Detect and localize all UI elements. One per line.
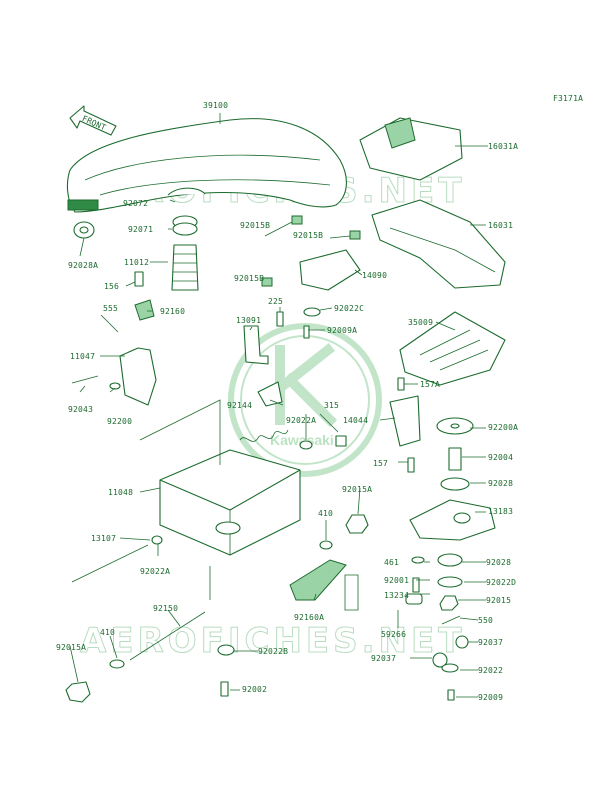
part-labels: 39100 16031A 92072 92071 11012 156 92028… [56,101,518,702]
label-92022A-2: 92022A [140,567,170,576]
label-59266: 59266 [381,630,406,639]
label-92004: 92004 [488,453,513,462]
label-11047: 11047 [70,352,95,361]
label-92200A: 92200A [488,423,518,432]
label-35009: 35009 [408,318,433,327]
label-92043: 92043 [68,405,93,414]
label-92015B-2: 92015B [293,231,323,240]
drawing [65,113,506,703]
label-92160A: 92160A [294,613,324,622]
label-92022A-1: 92022A [286,416,316,425]
label-14044: 14044 [343,416,368,425]
ref-code: F3171A [553,94,583,103]
logo-text: Kawasaki [270,432,334,448]
label-92015A-1: 92015A [342,485,372,494]
kawasaki-logo: Kawasaki [228,323,382,477]
label-410-1: 410 [318,509,333,518]
label-92028-1: 92028 [488,479,513,488]
label-555: 555 [103,304,118,313]
label-550: 550 [478,616,493,625]
label-92022C: 92022C [334,304,364,313]
label-92022D: 92022D [486,578,516,587]
label-39100: 39100 [203,101,228,110]
label-92022B: 92022B [258,647,288,656]
label-92009: 92009 [478,693,503,702]
label-92200: 92200 [107,417,132,426]
label-16031A: 16031A [488,142,518,151]
label-11012: 11012 [124,258,149,267]
label-92028A: 92028A [68,261,98,270]
label-13107: 13107 [91,534,116,543]
label-156: 156 [104,282,119,291]
label-92037-2: 92037 [371,654,396,663]
label-157A: 157A [420,380,440,389]
label-225: 225 [268,297,283,306]
label-92028-2: 92028 [486,558,511,567]
label-13234: 13234 [384,591,409,600]
label-92144: 92144 [227,401,252,410]
label-92009A: 92009A [327,326,357,335]
label-14090: 14090 [362,271,387,280]
label-13091: 13091 [236,316,261,325]
label-92002: 92002 [242,685,267,694]
label-157: 157 [373,459,388,468]
label-16031: 16031 [488,221,513,230]
label-92160: 92160 [160,307,185,316]
label-11048: 11048 [108,488,133,497]
label-92015: 92015 [486,596,511,605]
front-arrow: FRONT [69,105,117,136]
label-92022: 92022 [478,666,503,675]
label-92015B-1: 92015B [240,221,270,230]
label-92015B-3: 92015B [234,274,264,283]
label-92015A-2: 92015A [56,643,86,652]
label-92001: 92001 [384,576,409,585]
label-461: 461 [384,558,399,567]
label-92037-1: 92037 [478,638,503,647]
label-410-2: 410 [100,628,115,637]
label-315: 315 [324,401,339,410]
label-92071: 92071 [128,225,153,234]
label-92072: 92072 [123,199,148,208]
label-92150: 92150 [153,604,178,613]
label-13183: 13183 [488,507,513,516]
